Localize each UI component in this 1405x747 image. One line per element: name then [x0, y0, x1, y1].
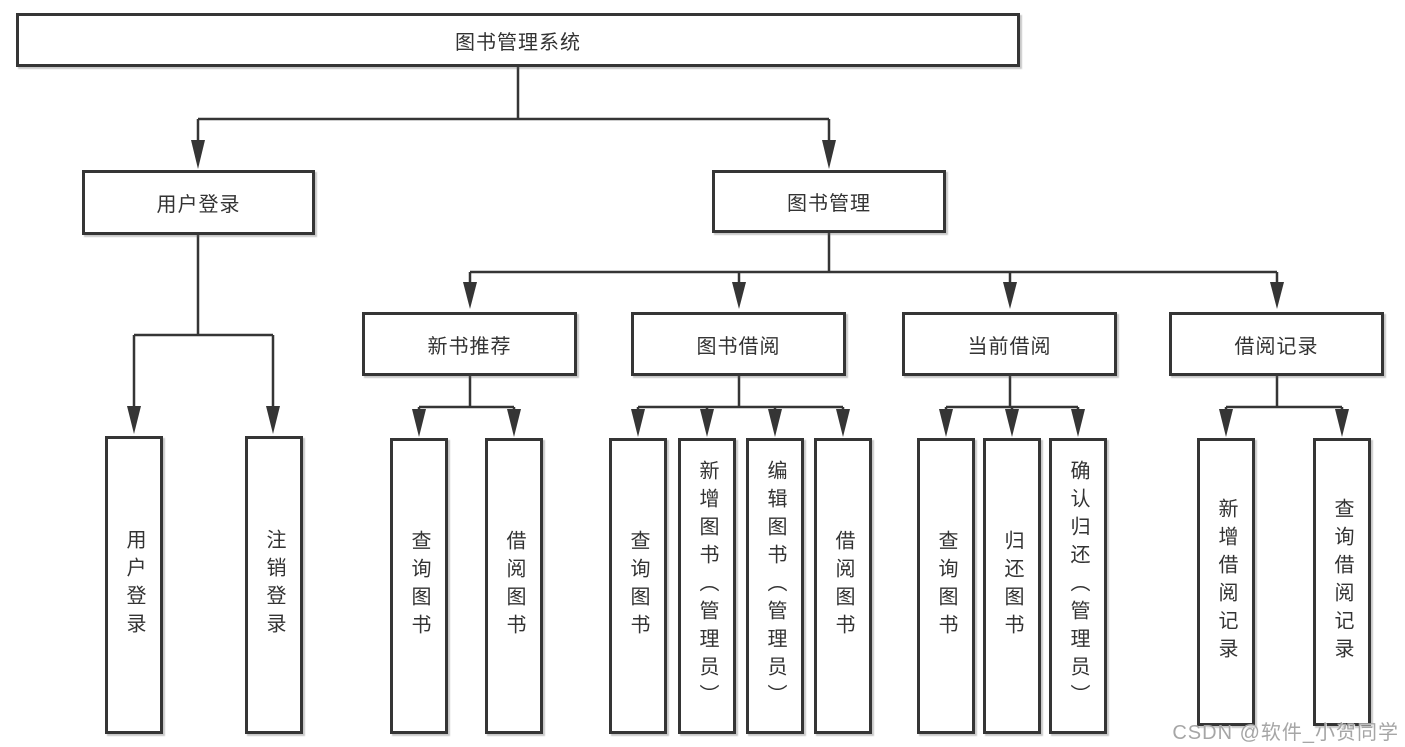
leaf-label: 新增借阅记录 [1215, 498, 1237, 666]
leaf-query-books: 查询图书 [609, 438, 667, 734]
node-label: 借阅记录 [1234, 335, 1319, 358]
node-current-borrowing: 当前借阅 [902, 312, 1117, 376]
node-book-borrowing: 图书借阅 [631, 312, 846, 376]
leaf-label: 查询图书 [627, 530, 649, 642]
leaf-label: 查询借阅记录 [1331, 498, 1353, 666]
leaf-label: 新增图书（管理员） [696, 460, 718, 712]
leaf-confirm-return-admin: 确认归还（管理员） [1049, 438, 1107, 734]
leaf-label: 注销登录 [263, 529, 285, 641]
leaf-label: 借阅图书 [503, 530, 525, 642]
leaf-logout: 注销登录 [245, 436, 303, 734]
node-label: 当前借阅 [967, 335, 1052, 358]
leaf-label: 确认归还（管理员） [1067, 460, 1089, 712]
leaf-label: 借阅图书 [832, 530, 854, 642]
leaf-query-borrow-record: 查询借阅记录 [1313, 438, 1371, 726]
leaf-query-books: 查询图书 [390, 438, 448, 734]
node-book-management: 图书管理 [712, 170, 946, 233]
node-label: 用户登录 [156, 194, 241, 216]
node-user-login: 用户登录 [82, 170, 315, 235]
arrowhead-icons [127, 140, 1349, 437]
leaf-borrow-books: 借阅图书 [485, 438, 543, 734]
leaf-label: 查询图书 [935, 530, 957, 642]
node-new-book-recommendation: 新书推荐 [362, 312, 577, 376]
leaf-user-login: 用户登录 [105, 436, 163, 734]
leaf-add-books-admin: 新增图书（管理员） [678, 438, 736, 734]
node-library-management-system: 图书管理系统 [16, 13, 1020, 67]
leaf-borrow-books: 借阅图书 [814, 438, 872, 734]
node-label: 图书管理 [787, 193, 871, 215]
leaf-label: 用户登录 [123, 529, 145, 641]
node-label: 新书推荐 [427, 335, 512, 358]
leaf-add-borrow-record: 新增借阅记录 [1197, 438, 1255, 726]
leaf-label: 编辑图书（管理员） [764, 460, 786, 712]
csdn-watermark: CSDN @软件_小贺同学 [1172, 722, 1399, 744]
leaf-label: 查询图书 [408, 530, 430, 642]
leaf-edit-books-admin: 编辑图书（管理员） [746, 438, 804, 734]
node-label: 图书借阅 [696, 335, 781, 358]
leaf-label: 归还图书 [1001, 530, 1023, 642]
leaf-return-books: 归还图书 [983, 438, 1041, 734]
node-label: 图书管理系统 [455, 31, 581, 54]
node-borrowing-records: 借阅记录 [1169, 312, 1384, 376]
leaf-query-books: 查询图书 [917, 438, 975, 734]
